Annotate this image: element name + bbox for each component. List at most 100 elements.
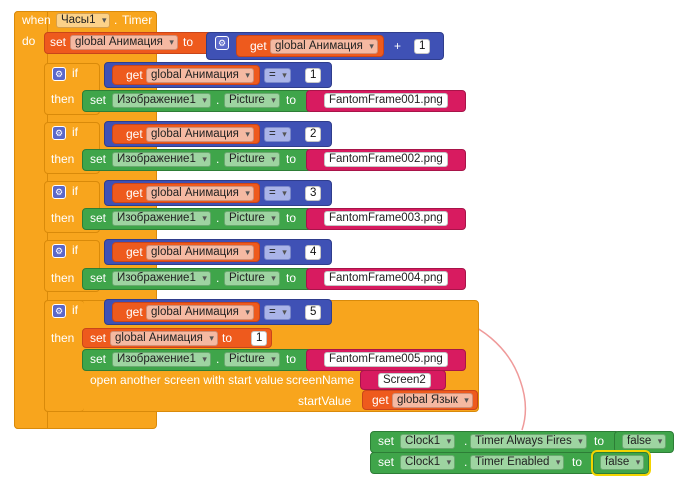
reset-var-dropdown[interactable]: global Анимация xyxy=(110,331,218,346)
num-3[interactable]: 3 xyxy=(305,186,322,201)
picture-prop-dropdown-2[interactable]: Picture xyxy=(224,152,280,167)
then-keyword-3: then xyxy=(51,211,75,225)
false-dropdown-2[interactable]: false xyxy=(600,455,645,470)
get-keyword-lang: get xyxy=(372,393,389,407)
get-keyword-1: get xyxy=(126,68,143,82)
to-keyword-p3: to xyxy=(286,211,297,225)
screen-name-label: screenName xyxy=(286,373,355,387)
eq-dropdown-1[interactable]: = xyxy=(264,68,291,83)
picture-prop-dropdown-3[interactable]: Picture xyxy=(224,211,280,226)
then-keyword-2: then xyxy=(51,152,75,166)
set-keyword-c2: set xyxy=(378,455,395,469)
image-comp-dropdown-2[interactable]: Изображение1 xyxy=(112,152,211,167)
file-text-5[interactable]: FantomFrame005.png xyxy=(324,352,448,367)
file-text-1[interactable]: FantomFrame001.png xyxy=(324,93,448,108)
file-text-2[interactable]: FantomFrame002.png xyxy=(324,152,448,167)
dot-c2: . xyxy=(464,455,468,469)
dot-p3: . xyxy=(216,211,220,225)
then-keyword-5: then xyxy=(51,331,75,345)
set-var-dropdown[interactable]: global Анимация xyxy=(70,35,178,50)
add-gear-icon[interactable]: ⚙ xyxy=(215,36,229,50)
get-var-dropdown-1[interactable]: global Анимация xyxy=(146,68,254,83)
to-keyword-p5: to xyxy=(286,352,297,366)
picture-prop-dropdown-4[interactable]: Picture xyxy=(224,271,280,286)
screen-name-text[interactable]: Screen2 xyxy=(378,373,431,388)
open-screen-label: open another screen with start value xyxy=(90,373,284,387)
if-keyword-1: if xyxy=(72,66,78,80)
when-keyword: when xyxy=(22,13,51,27)
then-keyword-4: then xyxy=(51,271,75,285)
eq-dropdown-5[interactable]: = xyxy=(264,305,291,320)
get-var-dropdown-5[interactable]: global Анимация xyxy=(146,305,254,320)
get-keyword-3: get xyxy=(126,186,143,200)
if-gear-icon-4[interactable]: ⚙ xyxy=(52,244,66,258)
get-lang-dropdown[interactable]: global Язык xyxy=(392,393,473,408)
get-keyword-4: get xyxy=(126,245,143,259)
get-keyword-2: get xyxy=(126,127,143,141)
image-comp-dropdown-4[interactable]: Изображение1 xyxy=(112,271,211,286)
to-keyword-p2: to xyxy=(286,152,297,166)
to-keyword-reset: to xyxy=(222,331,233,345)
if-gear-icon-3[interactable]: ⚙ xyxy=(52,185,66,199)
to-keyword-c2: to xyxy=(572,455,583,469)
picture-prop-dropdown-1[interactable]: Picture xyxy=(224,93,280,108)
image-comp-dropdown-1[interactable]: Изображение1 xyxy=(112,93,211,108)
event-method-label: Timer xyxy=(122,13,153,27)
if-keyword-4: if xyxy=(72,243,78,257)
image-comp-dropdown-3[interactable]: Изображение1 xyxy=(112,211,211,226)
dot-p5: . xyxy=(216,352,220,366)
if-keyword-3: if xyxy=(72,184,78,198)
set-keyword-c1: set xyxy=(378,434,395,448)
increment-number[interactable]: 1 xyxy=(414,39,431,54)
if-block-5-rail xyxy=(44,300,84,412)
event-dot: . xyxy=(114,13,118,27)
reset-number[interactable]: 1 xyxy=(251,331,268,346)
get-keyword: get xyxy=(250,39,267,53)
eq-dropdown-3[interactable]: = xyxy=(264,186,291,201)
get-var-dropdown-3[interactable]: global Анимация xyxy=(146,186,254,201)
to-keyword-p4: to xyxy=(286,271,297,285)
set-keyword-p3: set xyxy=(90,211,107,225)
image-comp-dropdown-5[interactable]: Изображение1 xyxy=(112,352,211,367)
dot-p4: . xyxy=(216,271,220,285)
if-keyword-2: if xyxy=(72,125,78,139)
false-dropdown-1[interactable]: false xyxy=(622,434,667,449)
num-5[interactable]: 5 xyxy=(305,305,322,320)
to-keyword-c1: to xyxy=(594,434,605,448)
get-var-dropdown-4[interactable]: global Анимация xyxy=(146,245,254,260)
file-text-3[interactable]: FantomFrame003.png xyxy=(324,211,448,226)
get-var-dropdown[interactable]: global Анимация xyxy=(270,39,378,54)
to-keyword: to xyxy=(183,35,194,49)
num-1[interactable]: 1 xyxy=(305,68,322,83)
clock-comp-dropdown-2[interactable]: Clock1 xyxy=(400,455,456,470)
dot-p2: . xyxy=(216,152,220,166)
event-body-bar xyxy=(14,11,48,429)
start-value-label: startValue xyxy=(298,394,352,408)
get-keyword-5: get xyxy=(126,305,143,319)
get-var-dropdown-2[interactable]: global Анимация xyxy=(146,127,254,142)
set-keyword-p4: set xyxy=(90,271,107,285)
if-keyword-5: if xyxy=(72,303,78,317)
set-keyword-p1: set xyxy=(90,93,107,107)
if-gear-icon-2[interactable]: ⚙ xyxy=(52,126,66,140)
set-keyword: set xyxy=(50,35,67,49)
eq-dropdown-4[interactable]: = xyxy=(264,245,291,260)
if-gear-icon-5[interactable]: ⚙ xyxy=(52,304,66,318)
dot-c1: . xyxy=(464,434,468,448)
clock-prop-dropdown-1[interactable]: Timer Always Fires xyxy=(470,434,587,449)
to-keyword-p1: to xyxy=(286,93,297,107)
if-gear-icon-1[interactable]: ⚙ xyxy=(52,67,66,81)
plus-operator: + xyxy=(394,39,402,53)
num-4[interactable]: 4 xyxy=(305,245,322,260)
clock-comp-dropdown-1[interactable]: Clock1 xyxy=(400,434,456,449)
num-2[interactable]: 2 xyxy=(305,127,322,142)
set-keyword-p2: set xyxy=(90,152,107,166)
do-keyword: do xyxy=(22,34,36,48)
file-text-4[interactable]: FantomFrame004.png xyxy=(324,271,448,286)
picture-prop-dropdown-5[interactable]: Picture xyxy=(224,352,280,367)
eq-dropdown-2[interactable]: = xyxy=(264,127,291,142)
clock-prop-dropdown-2[interactable]: Timer Enabled xyxy=(470,455,565,470)
event-component-dropdown[interactable]: Часы1 xyxy=(56,13,111,28)
then-keyword-1: then xyxy=(51,92,75,106)
dot-p1: . xyxy=(216,93,220,107)
